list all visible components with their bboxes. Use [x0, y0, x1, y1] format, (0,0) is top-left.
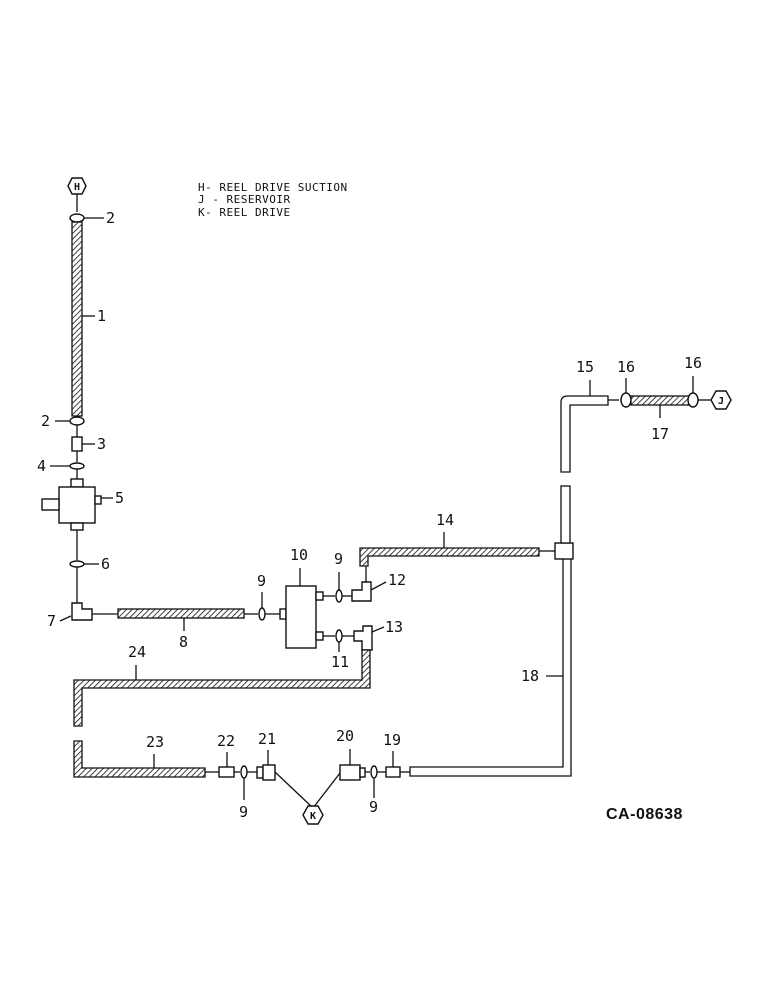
part-1-hose [71, 221, 83, 417]
part-8-hose [117, 608, 245, 619]
callout-2-top: 2 [106, 209, 115, 227]
connector-h-label: H [74, 182, 80, 193]
part-6-o-ring [69, 560, 85, 568]
part-20-fitting [339, 764, 366, 781]
callout-5: 5 [115, 489, 124, 507]
part-16-clamp-a [620, 392, 632, 408]
callout-9-d: 9 [369, 798, 378, 816]
part-4-o-ring [69, 462, 85, 470]
callout-4: 4 [37, 457, 46, 475]
callout-16-a: 16 [617, 358, 635, 376]
part-9-o-ring-b [335, 589, 343, 603]
callout-23: 23 [146, 733, 164, 751]
connector-j: J [710, 390, 732, 410]
callout-8: 8 [179, 633, 188, 651]
callout-19: 19 [383, 731, 401, 749]
part-21-adapter [256, 764, 276, 781]
part-2-clamp-lower [69, 416, 85, 426]
callout-12: 12 [388, 571, 406, 589]
part-24-hose [73, 649, 371, 727]
callout-6: 6 [101, 555, 110, 573]
callout-9-b: 9 [334, 550, 343, 568]
drawing-code: CA-08638 [606, 806, 683, 823]
part-11-o-ring [335, 629, 343, 643]
callout-22: 22 [217, 732, 235, 750]
part-13-elbow [353, 625, 373, 651]
connector-k-label: K [310, 811, 316, 822]
callout-21: 21 [258, 730, 276, 748]
part-3-fitting [71, 436, 83, 452]
legend-line-j: J - RESERVOIR [198, 193, 291, 206]
callout-11: 11 [331, 653, 349, 671]
callout-20: 20 [336, 727, 354, 745]
connector-h: H [67, 177, 87, 195]
callout-13: 13 [385, 618, 403, 636]
callout-17: 17 [651, 425, 669, 443]
part-7-elbow [71, 602, 93, 621]
callout-9-a: 9 [257, 572, 266, 590]
legend-line-h: H- REEL DRIVE SUCTION [198, 181, 348, 194]
part-2-clamp-top [69, 213, 85, 223]
part-12-elbow [351, 581, 372, 602]
part-17-hose [630, 395, 690, 406]
callout-14: 14 [436, 511, 454, 529]
tee-fitting [554, 542, 574, 560]
part-18-tube [409, 557, 572, 777]
part-5-valve [41, 478, 102, 531]
callout-3: 3 [97, 435, 106, 453]
callout-18: 18 [521, 667, 539, 685]
part-23-hose [73, 740, 206, 778]
callout-16-b: 16 [684, 354, 702, 372]
callout-10: 10 [290, 546, 308, 564]
callout-7: 7 [47, 612, 56, 630]
callout-24: 24 [128, 643, 146, 661]
callout-2-lower: 2 [41, 412, 50, 430]
legend-line-k: K- REEL DRIVE [198, 206, 291, 219]
callout-1: 1 [97, 307, 106, 325]
part-9-o-ring-c [240, 765, 248, 779]
part-14-hose [359, 547, 540, 567]
callout-9-c: 9 [239, 803, 248, 821]
part-16-clamp-b [687, 392, 699, 408]
part-9-o-ring-d [370, 765, 378, 779]
connector-j-label: J [718, 396, 724, 407]
part-10-block [279, 585, 324, 649]
part-15-tube-lower [560, 485, 571, 544]
callout-15: 15 [576, 358, 594, 376]
part-22-fitting [218, 766, 235, 778]
part-9-o-ring-a [258, 607, 266, 621]
part-19-fitting [385, 766, 401, 778]
part-15-tube-upper [560, 395, 609, 473]
connector-k: K [302, 805, 324, 825]
